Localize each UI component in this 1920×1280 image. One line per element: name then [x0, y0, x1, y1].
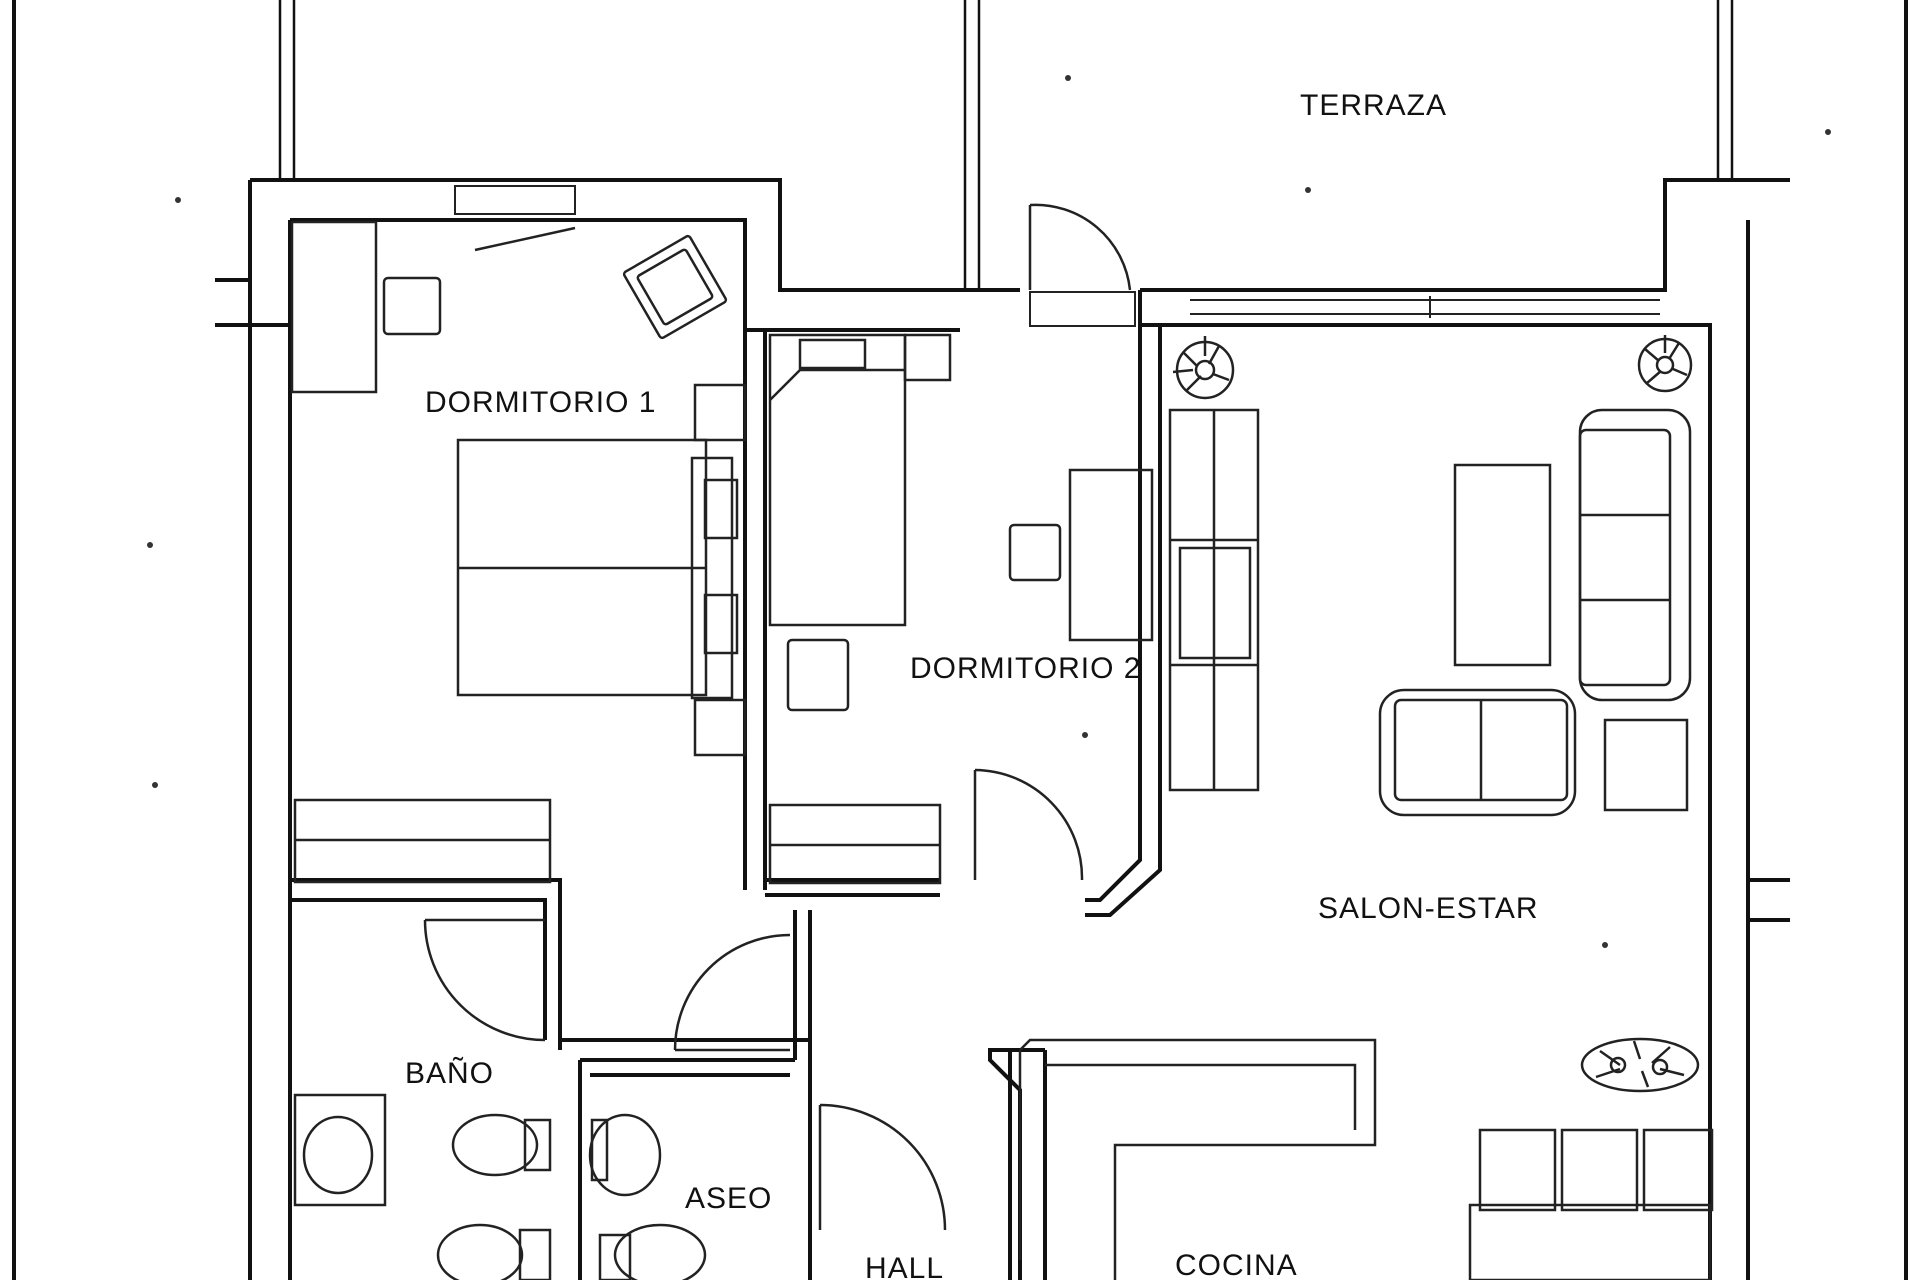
salon-furniture: [1168, 335, 1714, 1280]
terrace-structure: [278, 0, 1734, 290]
label-salon-estar: SALON-ESTAR: [1318, 892, 1539, 925]
dining-table: [1468, 1203, 1712, 1280]
plant-2: [1637, 335, 1693, 393]
label-terraza: TERRAZA: [1300, 89, 1447, 122]
room-labels: TERRAZA DORMITORIO 1 DORMITORIO 2 SALON-…: [405, 89, 1539, 1280]
label-bano: BAÑO: [405, 1056, 494, 1090]
bano-sink: [302, 1115, 374, 1195]
label-cocina: COCINA: [1175, 1249, 1298, 1280]
sofa-three-seat: [1578, 408, 1692, 702]
plant-1: [1172, 336, 1235, 400]
label-dormitorio-2: DORMITORIO 2: [910, 652, 1141, 685]
armchair-dorm1: [622, 234, 728, 340]
frame-border: [12, 0, 1908, 1280]
bidet: [451, 1113, 539, 1177]
ottoman: [1603, 718, 1689, 812]
bano-toilet: [436, 1223, 524, 1280]
scan-specks: [147, 75, 1831, 948]
desk-dorm2: [1068, 468, 1154, 642]
label-aseo: ASEO: [685, 1182, 772, 1215]
nightstand-2: [693, 698, 747, 757]
doors: [423, 203, 1136, 1231]
dormitorio-2-furniture: [768, 333, 1154, 885]
exterior-walls: [215, 178, 1790, 1280]
nightstand-1: [693, 383, 747, 442]
kitchen-counter: [1018, 1038, 1377, 1280]
aseo-sink: [588, 1113, 662, 1197]
sofa-two-seat: [1378, 688, 1577, 817]
dining-chair-1: [1478, 1128, 1557, 1212]
stool-dorm1: [382, 276, 442, 336]
label-dormitorio-1: DORMITORIO 1: [425, 386, 656, 419]
chair-dorm2: [786, 638, 850, 712]
dormitorio-1-furniture: [290, 220, 747, 884]
coffee-table: [1453, 463, 1552, 667]
single-bed: [768, 333, 907, 627]
dining-chair-2: [1560, 1128, 1639, 1212]
plant-3: [1580, 1037, 1700, 1093]
label-hall: HALL: [865, 1252, 944, 1280]
bano-fixtures: [293, 1093, 707, 1280]
bano-sink-counter: [293, 1093, 387, 1207]
aseo-toilet: [613, 1223, 707, 1280]
wardrobe-dorm1: [290, 220, 378, 394]
desk-chair: [1008, 523, 1062, 582]
dining-chair-3: [1642, 1128, 1714, 1212]
